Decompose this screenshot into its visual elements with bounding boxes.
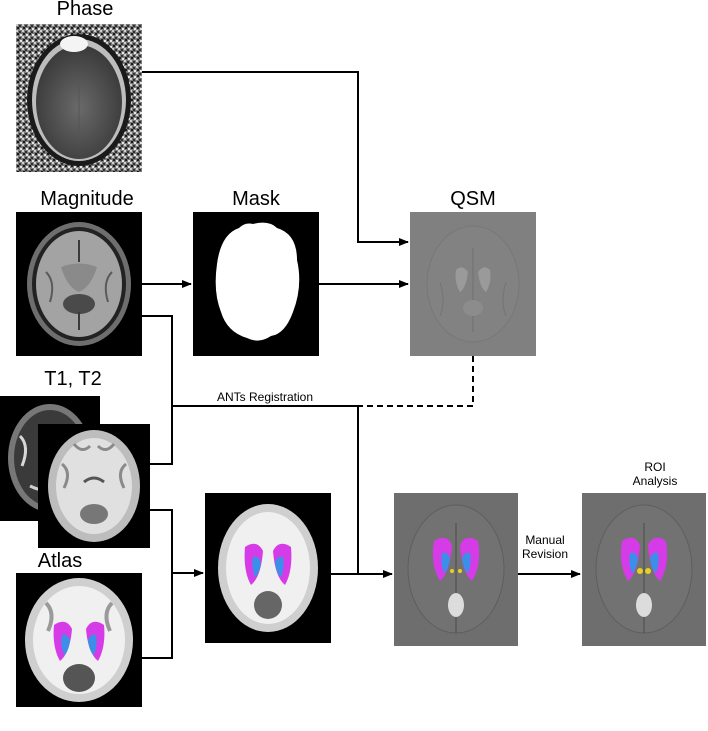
phase-title: Phase (56, 0, 114, 20)
manual-revision-line2: Revision (521, 547, 569, 561)
phase-image (16, 24, 142, 172)
mask-title: Mask (232, 188, 280, 210)
magnitude-image (16, 212, 142, 356)
atlas-title: Atlas (37, 550, 83, 572)
t1t2-title: T1, T2 (44, 368, 102, 390)
roi-analysis-line1: ROI (644, 460, 666, 474)
atlas-image (16, 573, 142, 707)
qsm-title: QSM (450, 188, 496, 210)
manual-revision-label: Manual Revision (514, 533, 576, 561)
t1-image (38, 424, 150, 548)
phase-to-qsm-arrow (142, 71, 409, 246)
roi-analysis-image (582, 493, 706, 646)
qsm-to-registration-dashed (358, 356, 474, 407)
registered-atlas-image (205, 493, 331, 643)
magnitude-to-registration-line (142, 315, 173, 465)
t1-to-registered-atlas-line (142, 509, 173, 659)
ants-registration-label: ANTs Registration (216, 390, 314, 404)
registration-to-qsm-roi-arrow (357, 406, 393, 578)
roi-analysis-label: ROI Analysis (610, 460, 700, 488)
roi-analysis-line2: Analysis (632, 474, 678, 488)
qsm-roi-image (394, 493, 518, 646)
magnitude-title: Magnitude (40, 188, 134, 210)
mask-image (193, 212, 319, 356)
manual-revision-line1: Manual (525, 533, 565, 547)
qsm-image (410, 212, 536, 356)
